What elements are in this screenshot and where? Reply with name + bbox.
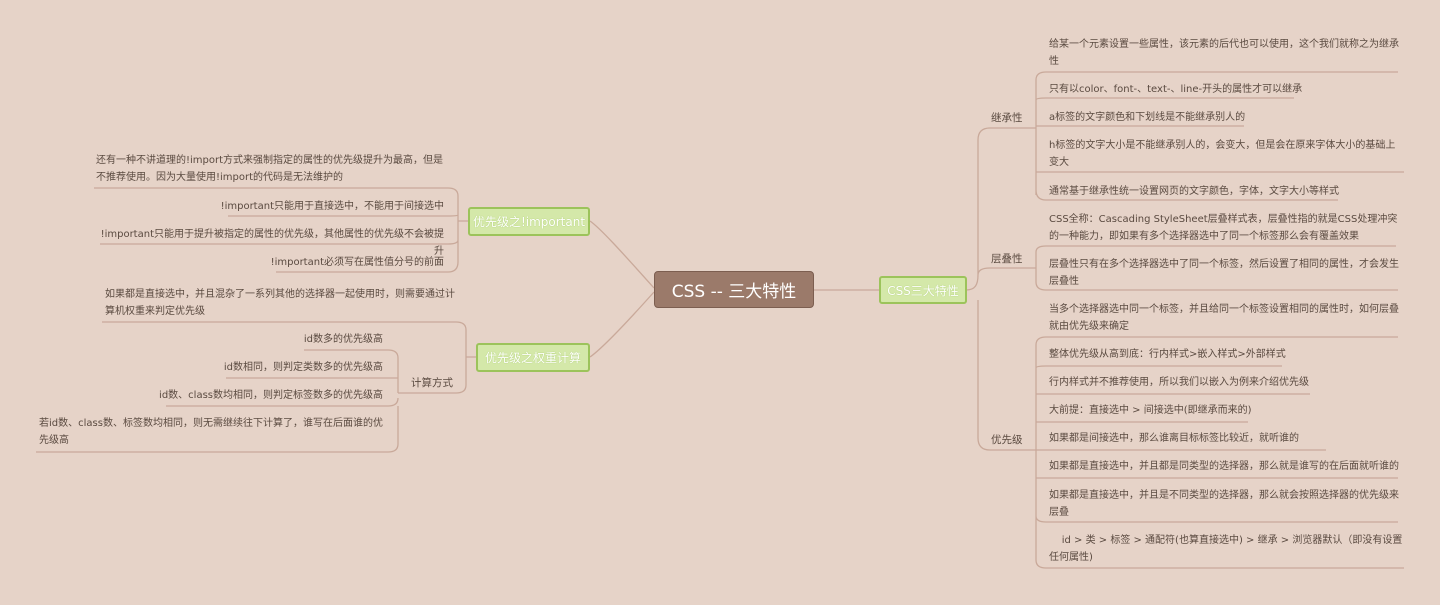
branch-important[interactable]: 优先级之!important xyxy=(468,207,590,236)
connector-root-important xyxy=(589,220,655,289)
priority-item-7: 如果都是直接选中，并且是不同类型的选择器，那么就会按照选择器的优先级来层叠 xyxy=(1049,490,1399,518)
category-method[interactable]: 计算方式 xyxy=(411,377,453,389)
connector-important xyxy=(94,187,468,273)
priority-item-8: id > 类 > 标签 > 通配符(也算直接选中) > 继承 > 浏览器默认（即… xyxy=(1049,535,1403,563)
important-item-1: 还有一种不讲道理的!import方式来强制指定的属性的优先级提升为最高，但是不推… xyxy=(96,155,444,183)
important-item-2: !important只能用于直接选中，不能用于间接选中 xyxy=(220,201,444,212)
category-cascade[interactable]: 层叠性 xyxy=(991,253,1023,265)
method-item-3: id数、class数均相同，则判定标签数多的优先级高 xyxy=(159,390,383,401)
method-item-2: id数相同，则判定类数多的优先级高 xyxy=(223,362,383,373)
priority-item-3: 行内样式并不推荐使用，所以我们以嵌入为例来介绍优先级 xyxy=(1049,377,1309,388)
inherit-item-5: 通常基于继承性统一设置网页的文字颜色，字体，文字大小等样式 xyxy=(1049,186,1339,197)
priority-item-6: 如果都是直接选中，并且都是同类型的选择器，那么就是谁写的在后面就听谁的 xyxy=(1049,461,1399,472)
connector-css-categories xyxy=(965,127,1026,451)
method-item-4: 若id数、class数、标签数均相同，则无需继续往下计算了，谁写在后面谁的优先级… xyxy=(39,418,383,446)
priority-item-2: 整体优先级从高到底：行内样式>嵌入样式>外部样式 xyxy=(1049,349,1286,360)
branch-weight-calc[interactable]: 优先级之权重计算 xyxy=(476,343,590,372)
priority-item-4: 大前提：直接选中 > 间接选中(即继承而来的) xyxy=(1049,405,1252,416)
inherit-item-2: 只有以color、font-、text-、line-开头的属性才可以继承 xyxy=(1049,84,1303,95)
connector-method xyxy=(36,349,399,453)
branch-css-three-features[interactable]: CSS三大特性 xyxy=(879,276,967,304)
inherit-item-3: a标签的文字颜色和下划线是不能继承别人的 xyxy=(1049,112,1246,123)
connector-priority xyxy=(1026,336,1404,569)
connector-root-weight xyxy=(589,291,655,358)
method-item-1: id数多的优先级高 xyxy=(303,334,383,345)
inherit-item-1: 给某一个元素设置一些属性，该元素的后代也可以使用，这个我们就称之为继承性 xyxy=(1049,39,1399,67)
priority-item-1: 当多个选择器选中同一个标签，并且给同一个标签设置相同的属性时，如何层叠就由优先级… xyxy=(1049,304,1399,332)
important-item-3: !important只能用于提升被指定的属性的优先级，其他属性的优先级不会被提升 xyxy=(100,229,444,257)
root-node[interactable]: CSS -- 三大特性 xyxy=(654,271,814,308)
connector-cascade xyxy=(1026,245,1398,291)
weight-intro: 如果都是直接选中，并且混杂了一系列其他的选择器一起使用时，则需要通过计算机权重来… xyxy=(105,289,455,317)
inherit-item-4: h标签的文字大小是不能继承别人的，会变大，但是会在原来字体大小的基础上变大 xyxy=(1049,140,1396,168)
cascade-item-2: 层叠性只有在多个选择器选中了同一个标签，然后设置了相同的属性，才会发生层叠性 xyxy=(1049,259,1399,287)
category-inherit[interactable]: 继承性 xyxy=(991,112,1023,124)
cascade-item-1: CSS全称：Cascading StyleSheet层叠样式表，层叠性指的就是C… xyxy=(1049,214,1398,242)
important-item-4: !important必须写在属性值分号的前面 xyxy=(270,257,444,268)
connector-inherit xyxy=(1026,71,1404,201)
connector-weight xyxy=(102,321,476,394)
category-priority[interactable]: 优先级 xyxy=(991,434,1023,446)
priority-item-5: 如果都是间接选中，那么谁离目标标签比较近，就听谁的 xyxy=(1049,433,1299,444)
